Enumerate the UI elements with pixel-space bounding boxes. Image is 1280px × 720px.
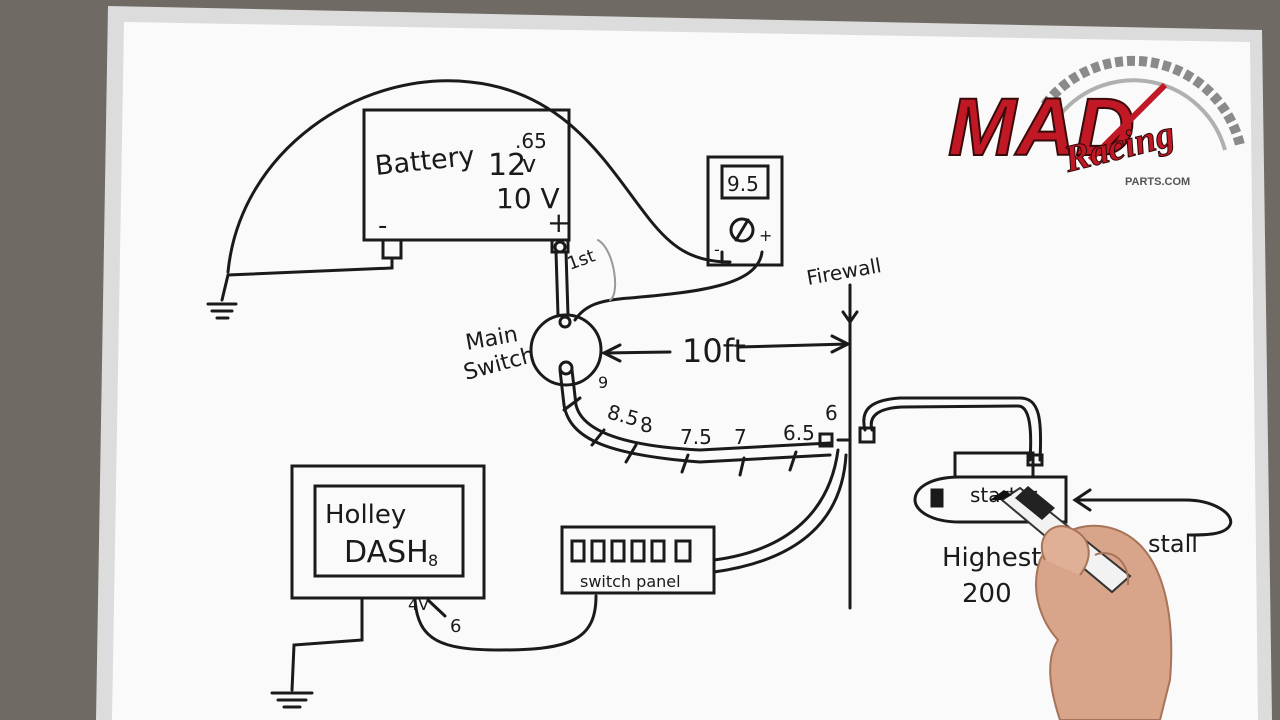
firewall <box>841 283 859 610</box>
cable-reading-6: 6.5 <box>783 421 815 445</box>
switch-3 <box>610 539 626 563</box>
thumb <box>1040 525 1090 576</box>
holley-dash-outer <box>290 464 486 600</box>
marker-cap-band <box>1015 486 1055 520</box>
logo-gauge-arc <box>1040 55 1245 147</box>
cable-reading-3: 8 <box>640 413 653 437</box>
cable-reading-4: 7.5 <box>680 425 712 449</box>
cable-reading-5: 7 <box>734 425 747 449</box>
logo-gauge-arc-inner <box>1058 78 1227 151</box>
battery-box <box>362 108 571 242</box>
board-surface <box>112 22 1258 720</box>
logo-needle <box>1087 82 1168 163</box>
multimeter-dial <box>729 217 755 243</box>
holley-note-b: 6 <box>450 616 461 637</box>
hand <box>1035 524 1173 720</box>
main-cable <box>558 368 1044 477</box>
note-stall: stall <box>1148 530 1198 558</box>
holley-line-1: Holley <box>325 500 406 530</box>
switch-1 <box>570 539 586 563</box>
battery-reading-main: 12 <box>488 148 526 183</box>
note-highest: Highest <box>942 543 1042 573</box>
multimeter-screen <box>720 164 770 200</box>
holley-dash-screen <box>313 484 465 578</box>
marker-tip <box>990 490 1012 500</box>
battery-ground-wire <box>206 79 732 320</box>
switch-2 <box>590 539 606 563</box>
meter-probe-lead <box>573 250 764 322</box>
logo-suffix: PARTS.COM <box>1125 176 1190 188</box>
multimeter-neg: - <box>714 240 720 259</box>
note-amps: 200 <box>962 579 1012 609</box>
battery-reading-sup: .65 <box>515 129 547 153</box>
arc-wire <box>226 79 732 274</box>
finger <box>1094 552 1130 586</box>
cable-reading-1: 9 <box>598 373 608 392</box>
main-switch <box>529 313 603 387</box>
multimeter <box>573 155 784 322</box>
battery-cable <box>553 239 617 317</box>
distance-arrow <box>600 334 852 363</box>
switch-4 <box>630 539 646 563</box>
battery-neg-label: - <box>378 211 387 241</box>
switch-panel-label: switch panel <box>580 572 681 591</box>
holley-note-a: 4V <box>408 595 429 614</box>
multimeter-display: 9.5 <box>727 172 759 196</box>
battery-pos-label: + <box>547 206 570 239</box>
distance-label: 10ft <box>682 332 746 370</box>
switch-6 <box>674 539 692 563</box>
holley-line-2: DASH <box>344 535 429 570</box>
holley-dash <box>270 464 598 709</box>
starter <box>913 451 1233 537</box>
main-switch-body <box>529 313 603 387</box>
battery-reading-unit: v <box>522 150 536 178</box>
logo-brand: MAD <box>948 82 1135 173</box>
battery-reading-second: 10 V <box>496 182 560 215</box>
multimeter-pos: + <box>759 226 772 245</box>
starter-body <box>913 475 1068 524</box>
switch-5 <box>650 539 666 563</box>
multimeter-body <box>706 155 784 267</box>
cable-reading-7: 6 <box>825 401 838 425</box>
holley-sub: 8 <box>428 551 438 570</box>
switch-panel <box>560 448 848 595</box>
hand-with-marker <box>990 486 1173 720</box>
